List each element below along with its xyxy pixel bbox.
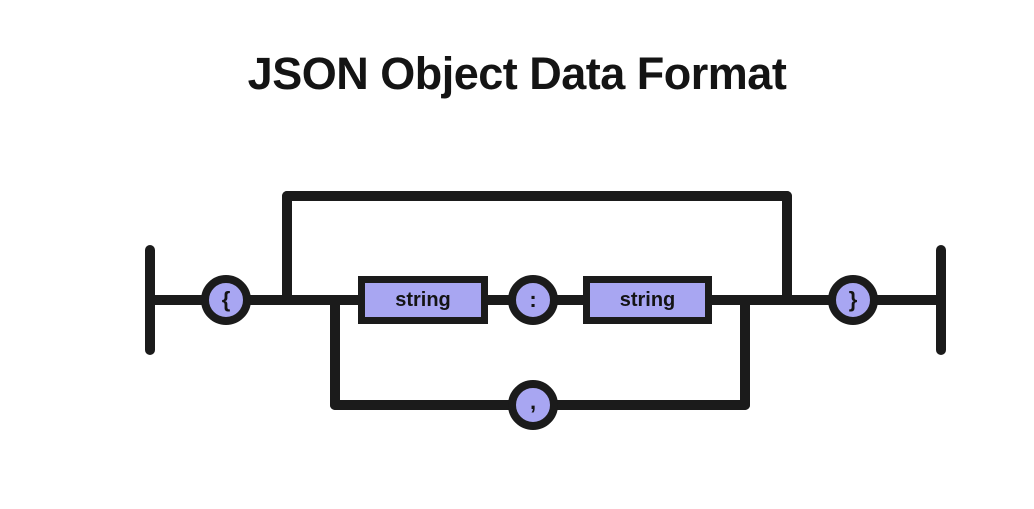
close-brace-label: } <box>848 287 858 312</box>
key-string-label: string <box>395 288 451 311</box>
value-string-label: string <box>619 288 676 311</box>
comma-node: , <box>508 380 558 430</box>
value-string-node: string <box>583 276 712 324</box>
colon-node: : <box>508 275 558 325</box>
open-brace-node: { <box>201 275 251 325</box>
close-brace-node: } <box>828 275 878 325</box>
colon-label: : <box>529 287 537 312</box>
end-terminal-line <box>936 245 946 355</box>
open-brace-label: { <box>221 287 231 312</box>
page-title: JSON Object Data Format <box>247 48 787 99</box>
comma-label: , <box>529 389 537 414</box>
skip-bypass-line <box>282 191 792 305</box>
key-string-node: string <box>358 276 488 324</box>
